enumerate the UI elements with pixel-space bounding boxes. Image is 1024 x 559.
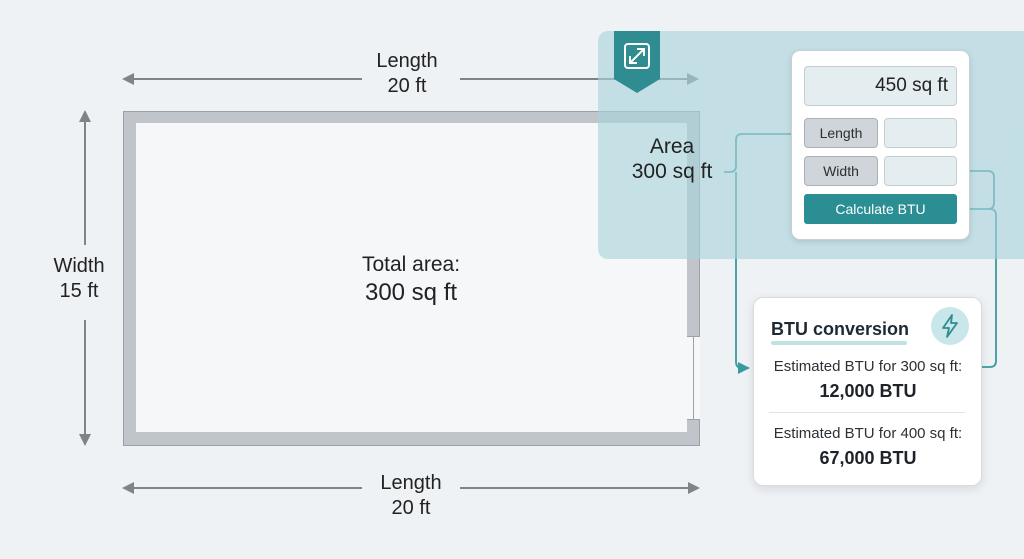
length-input[interactable]: [884, 118, 957, 148]
btu-title-underline: [771, 341, 907, 345]
expand-arrows-icon: [624, 43, 650, 69]
width-text: Width: [53, 255, 105, 277]
expand-badge[interactable]: [614, 31, 660, 93]
btu-row-1-value: 12,000 BTU: [819, 381, 917, 401]
area-callout: Area 300 sq ft: [612, 134, 732, 184]
length-label-button: Length: [804, 118, 878, 148]
top-length-value: 20 ft: [387, 75, 427, 97]
bottom-length-value: 20 ft: [391, 497, 431, 519]
width-label-button: Width: [804, 156, 878, 186]
btu-row-1-label: Estimated BTU for 300 sq ft:: [773, 358, 963, 375]
lightning-bolt-button: [931, 307, 969, 345]
bottom-length-label: Length 20 ft: [350, 471, 472, 521]
area-callout-value: 300 sq ft: [631, 160, 713, 183]
width-input[interactable]: [884, 156, 957, 186]
top-length-label: Length 20 ft: [346, 49, 468, 99]
bottom-length-text: Length: [380, 472, 442, 494]
calculate-btu-button[interactable]: Calculate BTU: [804, 194, 957, 224]
lightning-bolt-icon: [942, 314, 958, 338]
width-value: 15 ft: [59, 280, 99, 302]
area-result-field[interactable]: 450 sq ft: [804, 66, 957, 106]
total-area-value: 300 sq ft: [364, 279, 458, 306]
width-label: Width 15 ft: [34, 254, 124, 304]
btu-card-title: BTU conversion: [771, 319, 910, 339]
btu-divider: [769, 412, 965, 413]
btu-row-2-value: 67,000 BTU: [819, 448, 917, 468]
total-area-label: Total area:: [361, 253, 461, 276]
total-area: Total area: 300 sq ft: [300, 252, 522, 308]
top-length-text: Length: [376, 50, 438, 72]
room-floor: [136, 123, 687, 432]
room-door-line: [693, 336, 694, 420]
btu-row-2-label: Estimated BTU for 400 sq ft:: [773, 425, 963, 442]
area-callout-label: Area: [649, 135, 695, 158]
connector-area-to-btu: [735, 172, 750, 374]
